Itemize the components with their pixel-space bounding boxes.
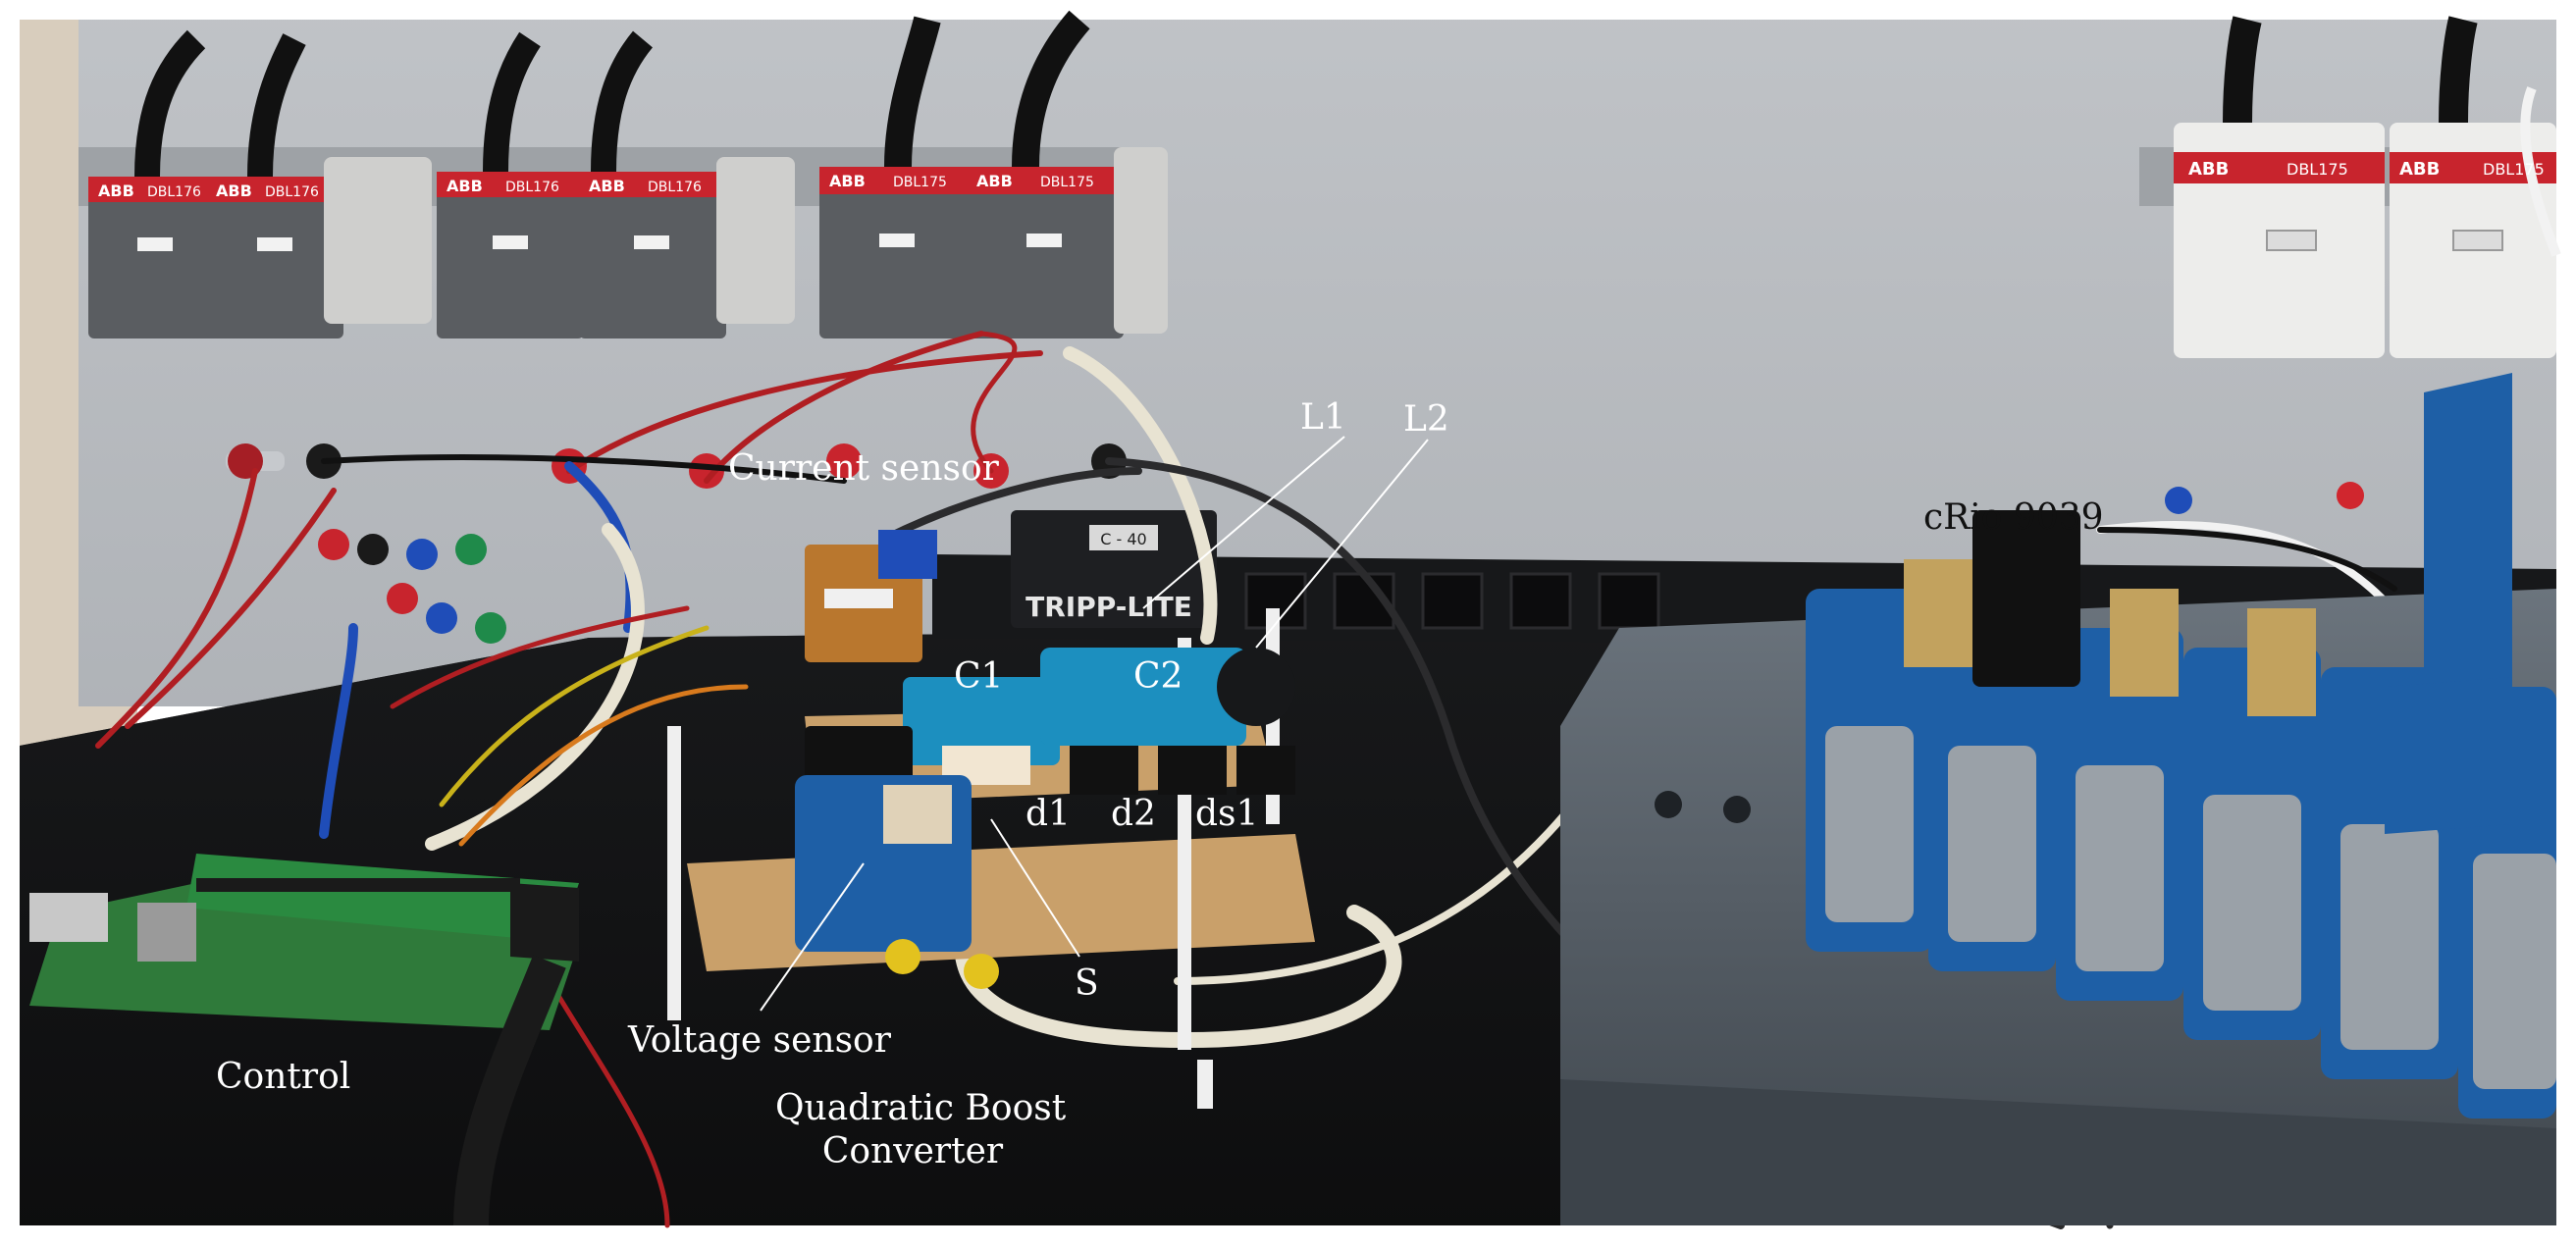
- breaker-brand: ABB: [976, 172, 1013, 190]
- label-l2: L2: [1403, 399, 1449, 440]
- breaker-bank-right: [2174, 16, 2561, 358]
- breaker: [437, 172, 584, 338]
- label-converter: Quadratic Boost Converter: [775, 1088, 1067, 1171]
- breaker-model: DBL176: [505, 180, 559, 195]
- breaker-model: DBL175: [893, 175, 947, 190]
- label-c2: C2: [1133, 656, 1183, 697]
- label-converter-line2: Converter: [821, 1131, 1004, 1171]
- label-crio: cRio 9039: [1923, 497, 2104, 538]
- power-strip-brand: TRIPP-LITE: [1025, 591, 1192, 623]
- breaker-brand: ABB: [216, 182, 252, 200]
- breaker-brand: ABB: [98, 182, 134, 200]
- breaker-model: DBL176: [147, 184, 201, 200]
- breaker-model: DBL175: [2483, 160, 2545, 179]
- breaker-brand: ABB: [447, 177, 483, 195]
- label-s: S: [1075, 963, 1099, 1004]
- power-strip-tag: C - 40: [1100, 530, 1146, 548]
- breaker-brand: ABB: [829, 172, 866, 190]
- breaker-bank-left: [88, 10, 1168, 338]
- label-d2: d2: [1111, 794, 1156, 834]
- breaker: [2174, 123, 2385, 358]
- breaker: [206, 157, 432, 338]
- crio-chassis: [1560, 373, 2556, 1225]
- breaker-model: DBL176: [265, 184, 319, 200]
- breaker-brand: ABB: [2188, 159, 2229, 180]
- breaker: [967, 147, 1168, 338]
- breaker-model: DBL175: [2287, 160, 2348, 179]
- label-l1: L1: [1300, 397, 1346, 438]
- converter-board: [667, 608, 1315, 1109]
- breaker: [579, 157, 795, 338]
- label-control: Control: [216, 1057, 351, 1097]
- breaker-model: DBL176: [648, 180, 702, 195]
- breaker-model: DBL175: [1040, 175, 1094, 190]
- label-current-sensor: Current sensor: [728, 448, 999, 489]
- label-ds1: ds1: [1195, 794, 1259, 834]
- label-converter-line1: Quadratic Boost: [775, 1088, 1067, 1128]
- control-pcb: [29, 854, 579, 1226]
- breaker-brand: ABB: [589, 177, 625, 195]
- label-voltage-sensor: Voltage sensor: [628, 1020, 891, 1061]
- breaker: [88, 177, 221, 338]
- breaker: [819, 167, 976, 338]
- breaker-brand: ABB: [2399, 159, 2440, 180]
- label-d1: d1: [1025, 794, 1071, 834]
- current-sensor-board: [805, 530, 937, 662]
- leader-lines: [760, 436, 1429, 1012]
- label-c1: C1: [954, 656, 1004, 697]
